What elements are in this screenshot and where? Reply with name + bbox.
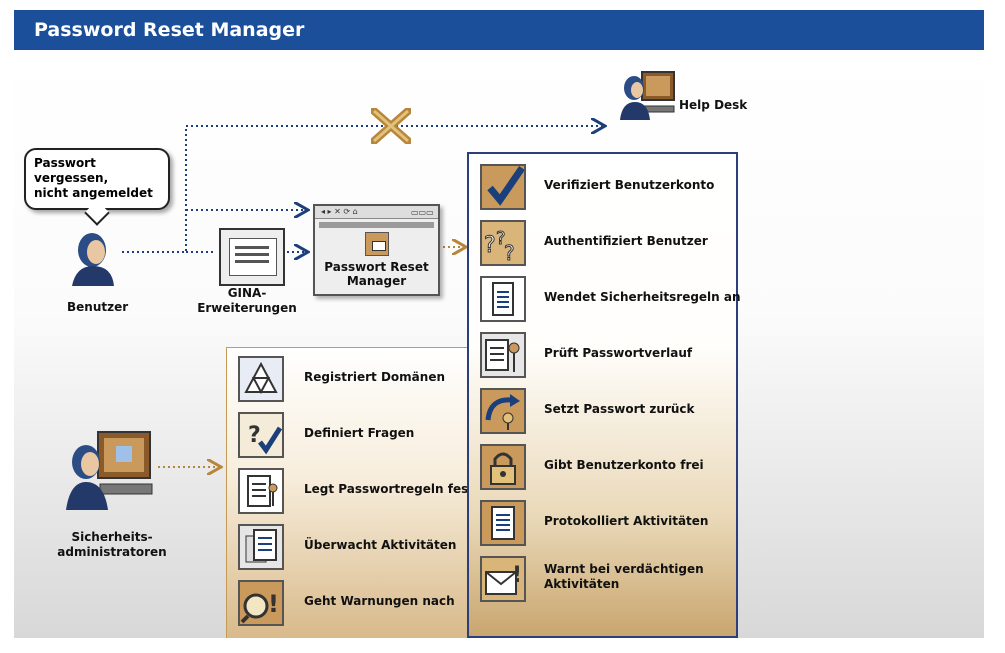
svg-text:?: ? — [504, 241, 515, 264]
browser-toolbar-icons: ◂ ▸ ✕ ⟳ ⌂ — [321, 207, 358, 216]
document-key-icon — [238, 468, 284, 514]
magnifier-warning-icon: ! — [238, 580, 284, 626]
admin-label-line2: administratoren — [57, 545, 167, 559]
bubble-line1: Passwort vergessen, — [34, 156, 109, 185]
right-item-label-line1: Warnt bei verdächtigen — [544, 562, 704, 576]
reset-arrow-key-icon — [480, 388, 526, 434]
user-label: Benutzer — [67, 300, 129, 314]
diagram-canvas: Passwort vergessen, nicht angemeldet Ben… — [14, 50, 984, 638]
helpdesk-computer-icon — [620, 68, 676, 124]
right-item-label: Prüft Passwortverlauf — [544, 346, 693, 360]
gina-label-line2: Erweiterungen — [197, 301, 297, 315]
left-item-label: Legt Passwortregeln fest — [304, 482, 474, 496]
admin-label-line1: Sicherheits- — [71, 530, 153, 544]
document-icon — [480, 276, 526, 322]
speech-bubble: Passwort vergessen, nicht angemeldet — [24, 148, 170, 210]
key-computer-icon — [365, 232, 389, 256]
gina-label-line1: GINA- — [227, 286, 267, 300]
right-item-label: Protokolliert Aktivitäten — [544, 514, 709, 528]
prm-label-line2: Manager — [346, 274, 407, 288]
gina-window-icon — [219, 228, 285, 286]
padlock-icon — [480, 444, 526, 490]
page-title: Password Reset Manager — [14, 10, 984, 50]
warning-envelope-icon: ! — [480, 556, 526, 602]
right-item-label: Authentifiziert Benutzer — [544, 234, 708, 248]
helpdesk-label: Help Desk — [679, 98, 748, 112]
svg-text:!: ! — [512, 563, 522, 588]
left-item-label: Überwacht Aktivitäten — [304, 538, 457, 552]
prm-label: Passwort Reset Manager — [315, 260, 438, 288]
user-person-icon — [68, 228, 118, 286]
svg-text:!: ! — [268, 590, 279, 618]
stacked-documents-icon — [238, 524, 284, 570]
admin-computer-icon — [64, 430, 156, 510]
right-item-label: Wendet Sicherheitsregeln an — [544, 290, 741, 304]
gina-label: GINA- Erweiterungen — [194, 286, 300, 316]
log-document-icon — [480, 500, 526, 546]
bubble-line2: nicht angemeldet — [34, 186, 153, 200]
svg-text:?: ? — [496, 228, 506, 249]
left-item-label: Geht Warnungen nach — [304, 594, 455, 608]
connector-lines — [122, 50, 984, 638]
triangles-icon — [238, 356, 284, 402]
window-controls-icon: ▭▭▭ — [411, 208, 434, 217]
left-item-label: Registriert Domänen — [304, 370, 445, 384]
right-item-label: Gibt Benutzerkonto frei — [544, 458, 704, 472]
question-marks-icon: ??? — [480, 220, 526, 266]
right-item-label: Setzt Passwort zurück — [544, 402, 695, 416]
svg-text:?: ? — [248, 423, 261, 448]
right-item-label-line2: Aktivitäten — [544, 577, 620, 591]
password-reset-manager-window: ◂ ▸ ✕ ⟳ ⌂ ▭▭▭ Passwort Reset Manager — [313, 204, 440, 296]
right-item-label: Verifiziert Benutzerkonto — [544, 178, 715, 192]
blocked-x-icon — [368, 105, 414, 147]
svg-text:?: ? — [484, 233, 496, 258]
prm-label-line1: Passwort Reset — [324, 260, 429, 274]
right-item-label: Warnt bei verdächtigen Aktivitäten — [544, 562, 704, 592]
document-keys-icon — [480, 332, 526, 378]
checkmark-icon — [480, 164, 526, 210]
question-doc-check-icon: ? — [238, 412, 284, 458]
admin-label: Sicherheits- administratoren — [52, 530, 172, 560]
left-item-label: Definiert Fragen — [304, 426, 415, 440]
